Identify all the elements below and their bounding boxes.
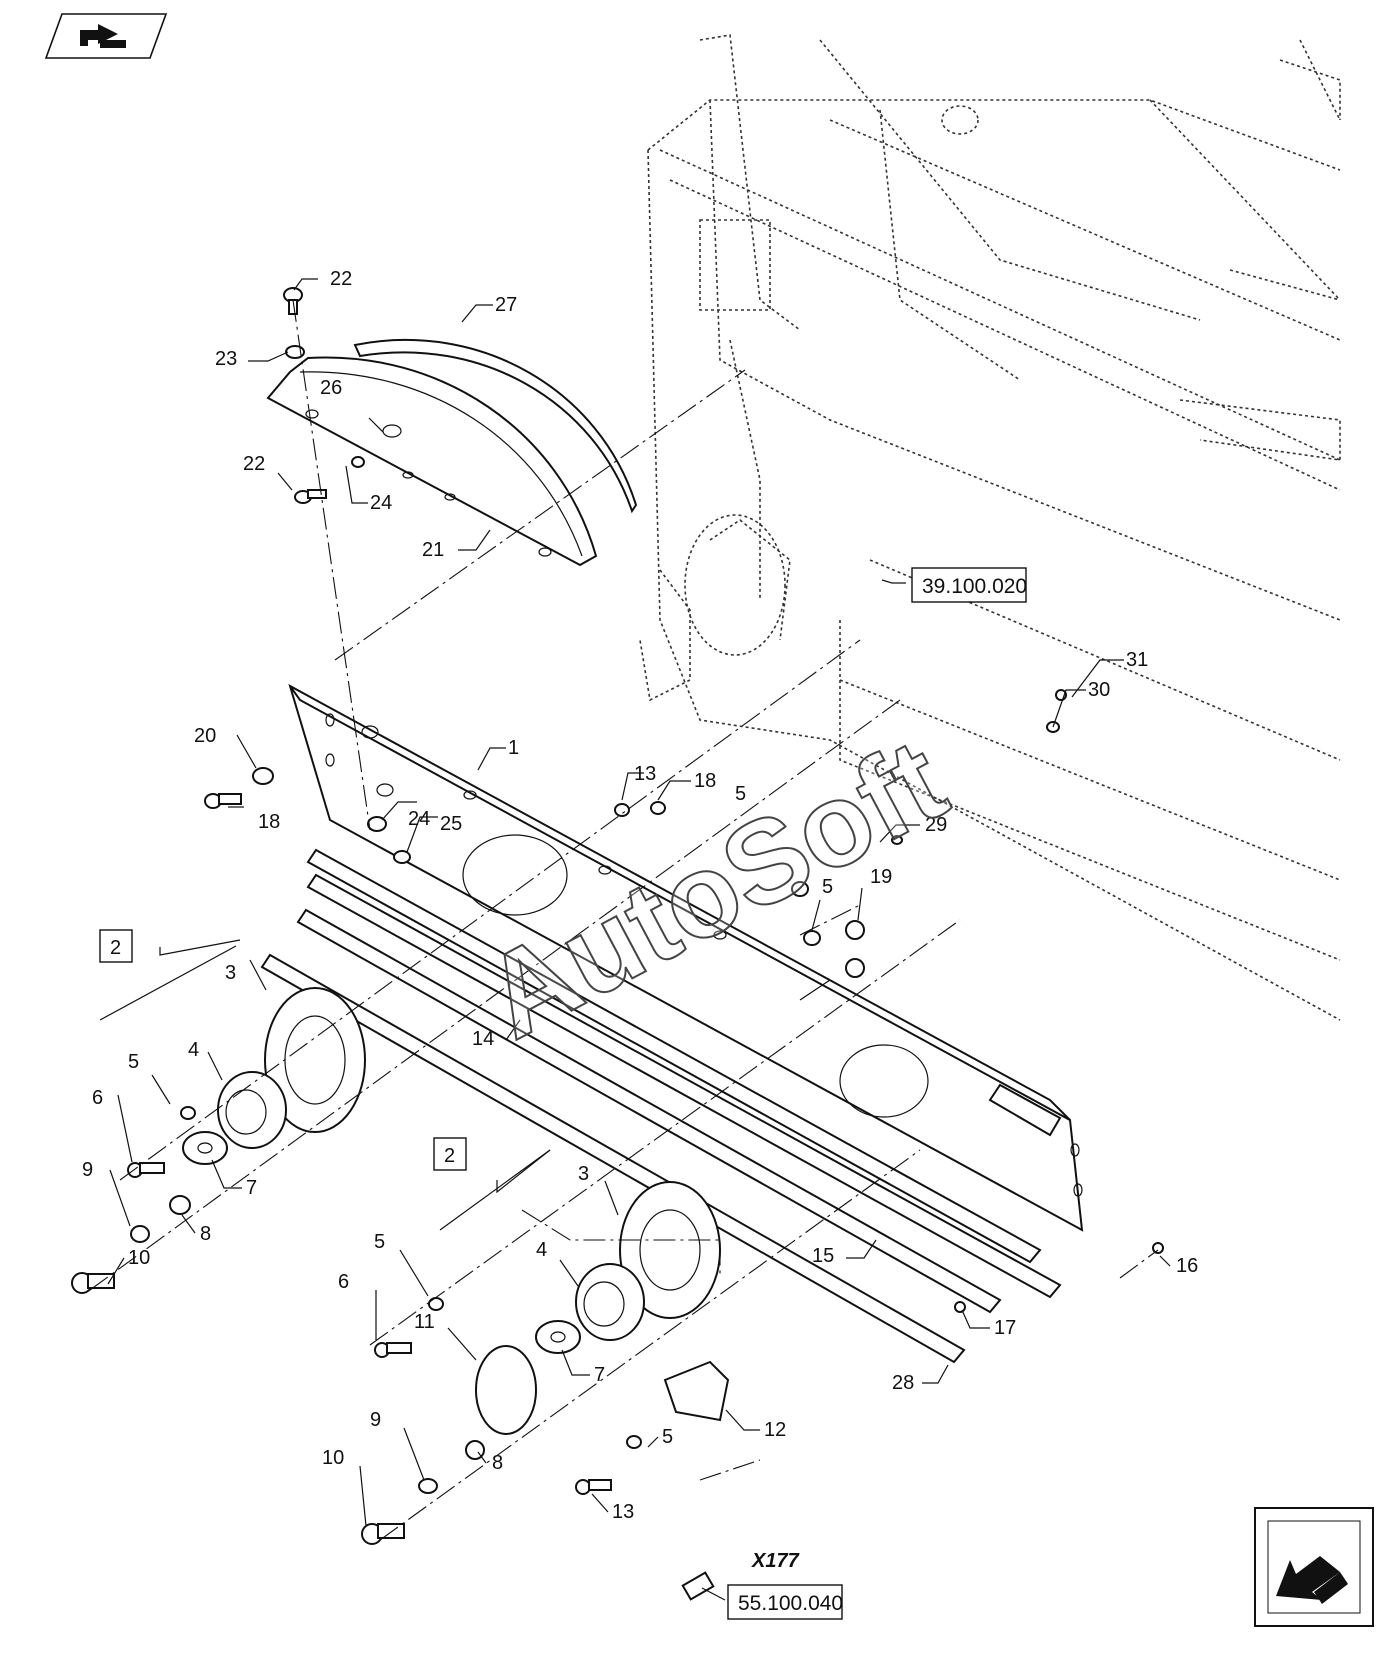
callout-23: 23	[215, 348, 237, 370]
callout-17: 17	[994, 1317, 1016, 1339]
ref-box-55-100-040[interactable]: 55.100.040	[727, 1584, 843, 1620]
callout-13: 13	[612, 1501, 634, 1523]
callout-6: 6	[92, 1087, 103, 1109]
callout-16: 16	[1176, 1255, 1198, 1277]
callout-21: 21	[422, 539, 444, 561]
callouts: 22 27 23 26 22 24 21 31 30 20 1 13 18 5 …	[82, 268, 1198, 1523]
svg-text:39.100.020: 39.100.020	[922, 575, 1027, 598]
callout-24: 24	[408, 808, 430, 830]
ref-box-39-100-020[interactable]: 39.100.020	[911, 567, 1027, 603]
callout-5: 5	[735, 783, 746, 805]
strip-14	[306, 848, 1062, 1299]
callout-13: 13	[634, 763, 656, 785]
callout-29: 29	[925, 814, 947, 836]
callout-28: 28	[892, 1372, 914, 1394]
center-lines	[89, 299, 1159, 1541]
callout-18: 18	[694, 770, 716, 792]
return-arrow-icon[interactable]	[1254, 1507, 1374, 1627]
svg-text:55.100.040: 55.100.040	[738, 1592, 843, 1615]
group-box-lower: 2	[433, 1137, 467, 1171]
callout-5: 5	[128, 1051, 139, 1073]
callout-9: 9	[82, 1159, 93, 1181]
callout-1: 1	[508, 737, 519, 759]
main-plate-1	[288, 683, 1084, 1232]
upper-shield-21	[266, 356, 598, 567]
callout-19: 19	[870, 866, 892, 888]
bearing-4-upper	[217, 1071, 287, 1149]
strip-28	[260, 953, 966, 1364]
callout-4: 4	[188, 1039, 199, 1061]
callout-18: 18	[258, 811, 280, 833]
svg-text:2: 2	[444, 1145, 455, 1167]
callout-10: 10	[322, 1447, 344, 1469]
connector-label: X177	[751, 1550, 800, 1572]
callout-24: 24	[370, 492, 392, 514]
callout-11: 11	[414, 1311, 435, 1333]
group-box-upper: 2	[99, 929, 133, 963]
forward-arrow-icon[interactable]	[44, 13, 168, 59]
callout-8: 8	[492, 1452, 503, 1474]
callout-30: 30	[1088, 679, 1110, 701]
callout-15: 15	[812, 1245, 834, 1267]
callout-8: 8	[200, 1223, 211, 1245]
callout-31: 31	[1126, 649, 1148, 671]
svg-text:2: 2	[110, 937, 121, 959]
callout-6: 6	[338, 1271, 349, 1293]
callout-20: 20	[194, 725, 216, 747]
disc-11	[475, 1345, 537, 1435]
callout-5: 5	[822, 876, 833, 898]
curved-strip-27	[353, 338, 638, 514]
callout-5: 5	[374, 1231, 385, 1253]
callout-7: 7	[246, 1177, 257, 1199]
washer-7-lower	[535, 1320, 581, 1354]
bracket-12	[663, 1360, 730, 1422]
callout-3: 3	[578, 1163, 589, 1185]
flange-3-lower	[619, 1181, 721, 1319]
callout-27: 27	[495, 294, 517, 316]
callout-4: 4	[536, 1239, 547, 1261]
callout-7: 7	[594, 1364, 605, 1386]
callout-9: 9	[370, 1409, 381, 1431]
callout-14: 14	[472, 1028, 494, 1050]
callout-22: 22	[243, 453, 265, 475]
washer-7-upper	[182, 1131, 228, 1165]
leader-lines	[99, 278, 1171, 1601]
callout-25: 25	[440, 813, 462, 835]
callout-3: 3	[225, 962, 236, 984]
callout-12: 12	[764, 1419, 786, 1441]
callout-5: 5	[662, 1426, 673, 1448]
bearing-4-lower	[575, 1263, 645, 1341]
callout-26: 26	[320, 377, 342, 399]
sensor-x177	[681, 1571, 715, 1601]
callout-22: 22	[330, 268, 352, 290]
callout-10: 10	[128, 1247, 150, 1269]
